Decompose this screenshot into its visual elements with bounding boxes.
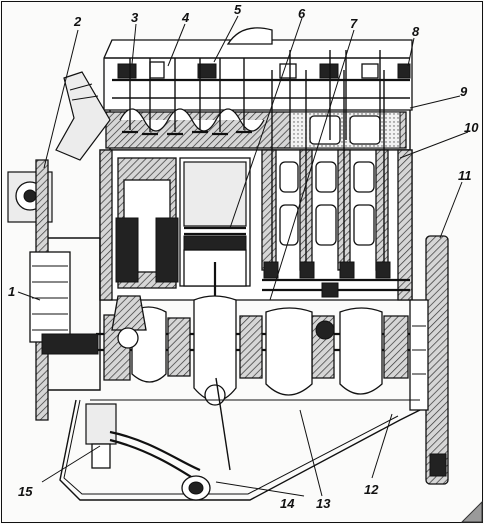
callout-5: 5 <box>234 2 242 17</box>
callout-2: 2 <box>73 14 82 29</box>
pistons <box>115 157 251 340</box>
callout-12: 12 <box>364 482 379 497</box>
oil-pump-pickup <box>85 377 231 501</box>
callout-3: 3 <box>131 10 139 25</box>
callout-15: 15 <box>18 484 33 499</box>
camshaft-rockers <box>112 61 411 99</box>
callout-6: 6 <box>298 6 306 21</box>
crankshaft <box>96 295 420 406</box>
callout-9: 9 <box>460 84 468 99</box>
callout-13: 13 <box>316 496 331 511</box>
callout-1: 1 <box>8 284 15 299</box>
callout-7: 7 <box>350 16 358 31</box>
lower-camshaft <box>262 261 410 298</box>
callout-11: 11 <box>458 168 472 183</box>
cylinder-head <box>55 27 413 161</box>
callout-14: 14 <box>280 496 295 511</box>
front-pulley <box>7 159 101 421</box>
flywheel <box>409 235 449 485</box>
oil-sump <box>59 399 421 501</box>
page-curl-icon <box>460 500 483 523</box>
callout-10: 10 <box>464 120 479 135</box>
callout-8: 8 <box>412 24 420 39</box>
callout-4: 4 <box>181 10 190 25</box>
leader-lines <box>17 15 469 497</box>
valves <box>122 50 381 140</box>
callout-labels: 1 2 3 4 5 6 7 8 9 10 11 12 13 14 15 <box>8 2 479 511</box>
